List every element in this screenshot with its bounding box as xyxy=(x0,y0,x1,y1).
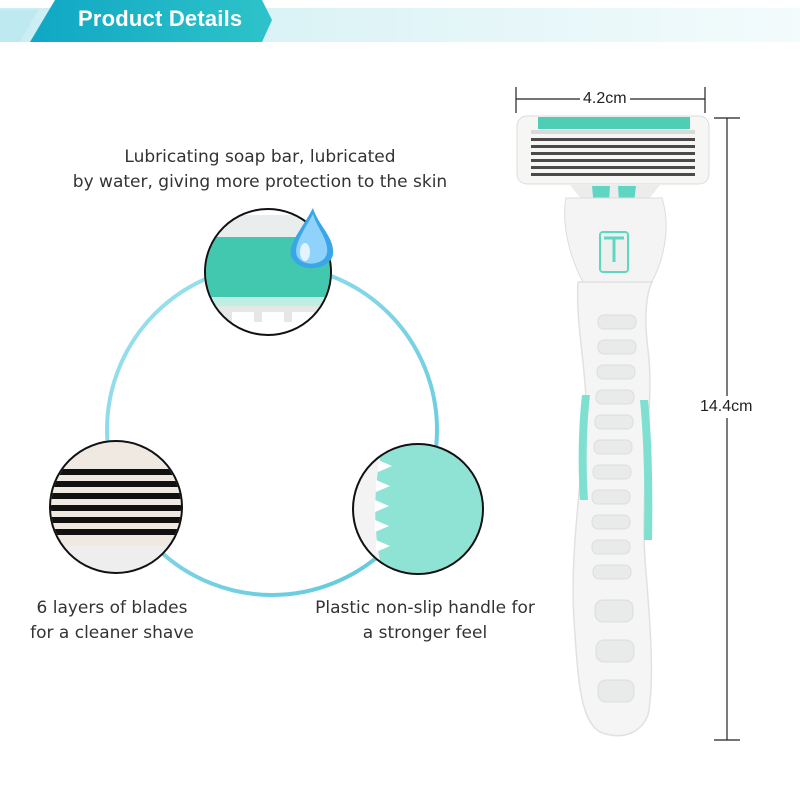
page-title: Product Details xyxy=(78,6,243,31)
soap-bar-inset xyxy=(204,208,332,336)
blades-caption-line2: for a cleaner shave xyxy=(30,623,194,643)
blades-caption: 6 layers of blades for a cleaner shave xyxy=(12,596,212,646)
connector-ring xyxy=(105,263,439,597)
blades-inset xyxy=(49,440,183,574)
handle-caption: Plastic non-slip handle for a stronger f… xyxy=(300,596,550,646)
soap-bar-caption-line2: by water, giving more protection to the … xyxy=(72,172,448,192)
height-dimension-label: 14.4cm xyxy=(700,396,753,418)
header-banner xyxy=(0,0,800,42)
soap-bar-caption-line1: Lubricating soap bar, lubricated xyxy=(124,147,396,167)
handle-caption-line1: Plastic non-slip handle for xyxy=(315,598,535,618)
width-dimension-label: 4.2cm xyxy=(580,90,630,108)
height-dimension-line xyxy=(714,117,740,741)
handle-grip-inset xyxy=(352,443,484,575)
handle-caption-line2: a stronger feel xyxy=(362,623,488,643)
blades-caption-line1: 6 layers of blades xyxy=(36,598,188,618)
water-drop-icon xyxy=(290,208,334,269)
soap-bar-caption: Lubricating soap bar, lubricated by wate… xyxy=(60,145,460,195)
